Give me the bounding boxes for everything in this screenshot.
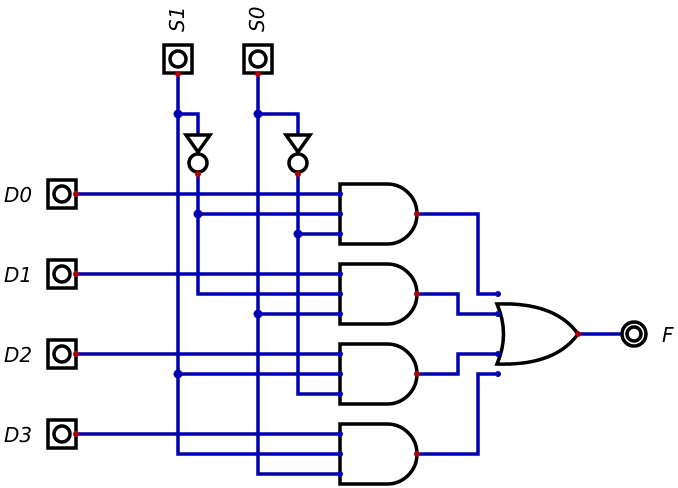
wire-and4-or: [415, 372, 500, 456]
wire-not-s0: [296, 172, 342, 396]
label-d2: D2: [4, 343, 32, 367]
output-pin-f[interactable]: [620, 320, 648, 348]
label-d0: D0: [4, 183, 32, 207]
wire-and1-or: [415, 212, 500, 296]
label-s1: S1: [165, 7, 189, 32]
input-pin-s0[interactable]: [242, 43, 274, 77]
wire-s1-to-not: [176, 112, 200, 136]
and-gate-2[interactable]: [337, 262, 420, 326]
label-d1: D1: [4, 263, 32, 287]
input-pin-d2[interactable]: [46, 338, 79, 370]
and-gate-4[interactable]: [337, 422, 420, 486]
wire-s0: [256, 72, 342, 476]
and-gate-3[interactable]: [337, 342, 420, 406]
wire-s1: [176, 72, 342, 456]
wires: [74, 72, 624, 476]
and-gate-1[interactable]: [337, 182, 420, 246]
input-pin-s1[interactable]: [162, 43, 194, 77]
label-s0: S0: [245, 7, 269, 32]
wire-and3-or: [415, 352, 500, 376]
or-gate[interactable]: [494, 291, 581, 377]
label-f: F: [662, 323, 674, 347]
input-pin-d0[interactable]: [46, 178, 79, 210]
not-gate-s1[interactable]: [182, 133, 214, 177]
not-gate-s0[interactable]: [282, 133, 314, 177]
wire-and2-or: [415, 292, 500, 316]
input-pin-d1[interactable]: [46, 258, 79, 290]
input-pin-d3[interactable]: [46, 418, 79, 450]
junctions: [173, 109, 303, 379]
wire-s0-to-not: [256, 112, 300, 136]
label-d3: D3: [4, 423, 32, 447]
